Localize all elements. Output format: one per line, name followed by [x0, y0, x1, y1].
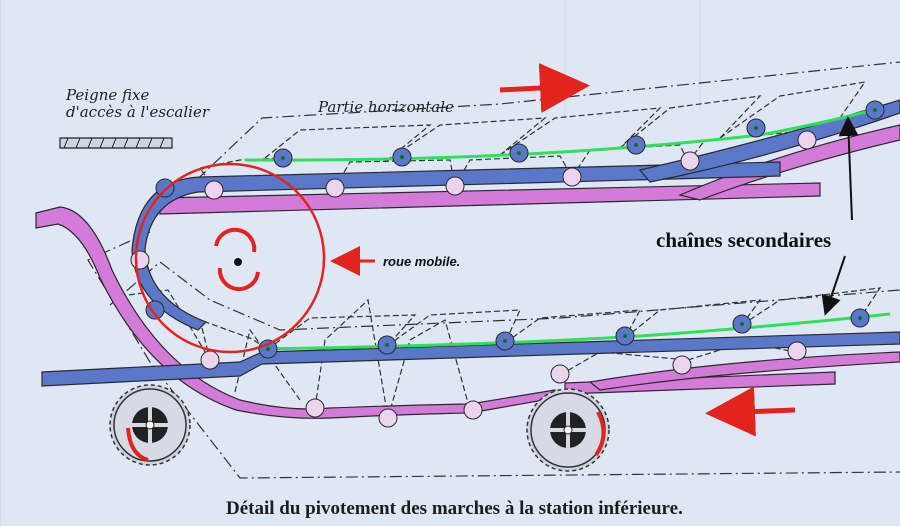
label-roue-mobile: roue mobile. [383, 254, 460, 269]
label-peigne-fixe-line2: d'accès à l'escalier [66, 103, 210, 121]
sprocket-wheel-right [526, 388, 610, 472]
chain-pointer-down [821, 255, 846, 316]
rotate-clockwise-icon [594, 411, 606, 457]
fixed-comb [59, 137, 173, 149]
pink-rollers [130, 130, 817, 428]
arrow-right-icon [499, 63, 590, 113]
rotate-clockwise-icon [126, 427, 149, 462]
label-peigne-fixe-line1: Peigne fixe [65, 86, 149, 104]
sprocket-wheel-left [109, 384, 191, 466]
figure-caption: Détail du pivotement des marches à la st… [226, 498, 683, 519]
label-chaines-secondaires: chaînes secondaires [656, 228, 831, 252]
rotate-clockwise-icon [214, 227, 260, 292]
chain-pointer-up [838, 116, 859, 221]
roue-mobile-circle [134, 162, 326, 354]
arrow-left-icon [705, 386, 796, 437]
roller-centres [266, 108, 877, 351]
label-partie-horizontale: Partie horizontale [317, 98, 454, 116]
dash-dot-frames [87, 61, 900, 479]
